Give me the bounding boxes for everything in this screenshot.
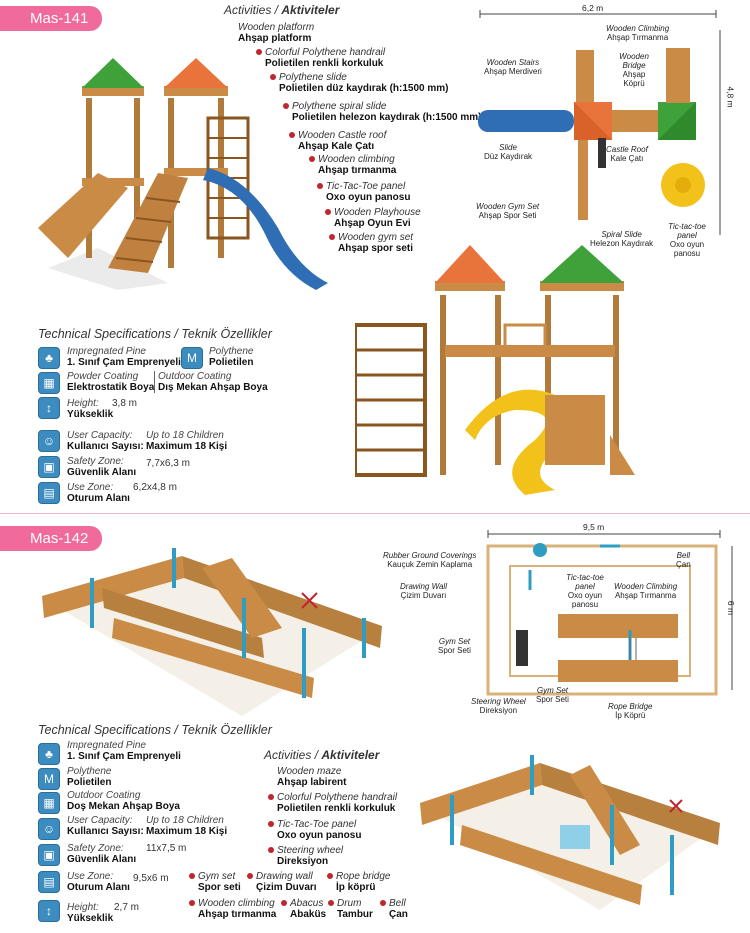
mas142-plan-diagram: [486, 530, 733, 696]
safety-zone-icon: ▣: [38, 844, 60, 866]
use-zone-icon: ▤: [38, 482, 60, 504]
polythene-icon: M: [181, 347, 203, 369]
spec-safety: Safety Zone:Güvenlik Alanı: [67, 843, 137, 865]
mas142-render-right: [420, 755, 720, 910]
spec-use: Use Zone:Oturum Alanı: [67, 871, 130, 893]
spec-use-value: 9,5x6 m: [133, 873, 169, 884]
mas141-specs-title: Technical Specifications / Teknik Özelli…: [38, 327, 272, 341]
product-code-badge: Mas-142: [0, 526, 103, 551]
mas142-plan-depth: 6 m: [726, 600, 737, 616]
spec-height: Height:Yükseklik: [67, 902, 114, 924]
mas141-plan-depth: 4,8 m: [725, 86, 736, 108]
spec-use: Use Zone:Oturum Alanı: [67, 482, 130, 504]
mas141-plan-diagram: [478, 10, 721, 235]
mas141-plan-width: 6,2 m: [582, 3, 604, 13]
mas141-render-right: [355, 245, 635, 495]
paint-icon: ▦: [38, 372, 60, 394]
spec-safety: Safety Zone:Güvenlik Alanı: [67, 456, 137, 478]
spec-divider: [154, 371, 155, 393]
users-icon: ☺: [38, 430, 60, 452]
pine-tree-icon: ♣: [38, 347, 60, 369]
polythene-icon: M: [38, 768, 60, 790]
mas141-render-left: [38, 58, 328, 290]
spec-height-value: 2,7 m: [114, 902, 140, 913]
spec-use-value: 6,2x4,8 m: [133, 482, 177, 493]
spec-safety-value: 11x7,5 m: [146, 843, 187, 854]
mas142-render-left: [42, 548, 382, 716]
spec-safety-value: 7,7x6,3 m: [146, 458, 190, 469]
height-icon: ↕: [38, 900, 60, 922]
mas142-specs-title: Technical Specifications / Teknik Özelli…: [38, 723, 272, 737]
spec-height-value: 3,8 m: [112, 398, 138, 409]
height-icon: ↕: [38, 397, 60, 419]
mas142-plan-width: 9,5 m: [583, 522, 605, 532]
mas142-activities-title: Activities / Aktiviteler: [264, 748, 380, 762]
users-icon: ☺: [38, 818, 60, 840]
mas141-activities-title: Activities / Aktiviteler: [224, 3, 340, 17]
product-code-badge: Mas-141: [0, 6, 103, 31]
section-divider: [0, 513, 750, 514]
use-zone-icon: ▤: [38, 871, 60, 893]
paint-icon: ▦: [38, 792, 60, 814]
pine-tree-icon: ♣: [38, 743, 60, 765]
spec-capacity: User Capacity:Kullanıcı Sayısı:: [67, 815, 144, 837]
spec-height: Height:Yükseklik: [67, 398, 114, 420]
spec-capacity: User Capacity:Kullanıcı Sayısı:: [67, 430, 144, 452]
safety-zone-icon: ▣: [38, 456, 60, 478]
